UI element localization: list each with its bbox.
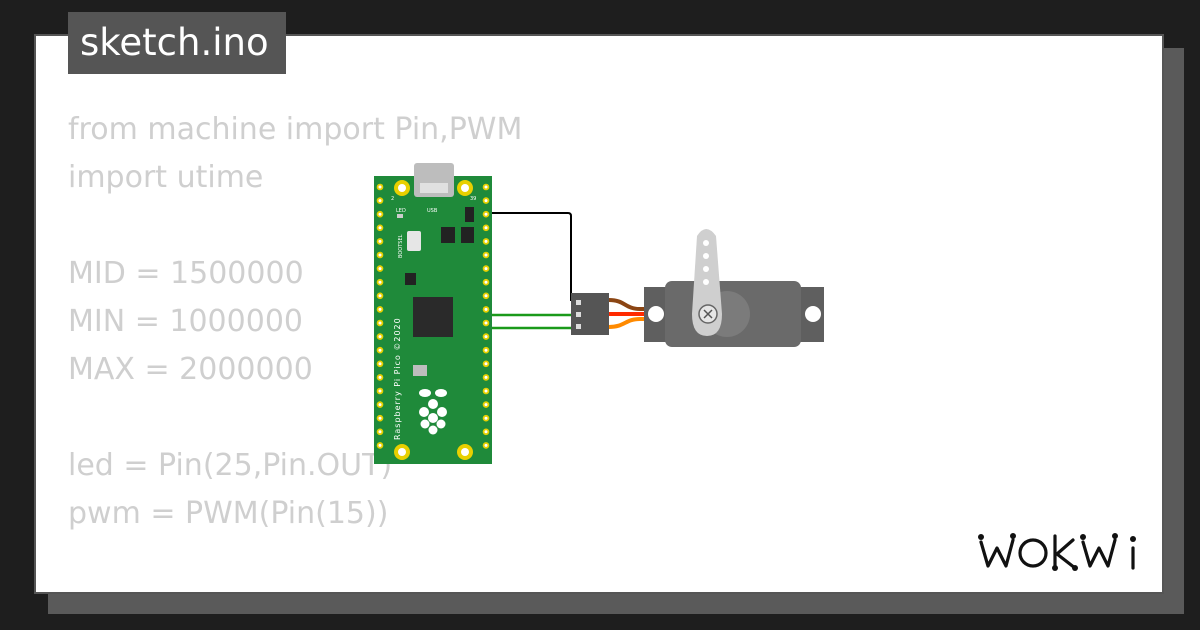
header-pin-hole [378,307,382,311]
bootsel-label: BOOTSEL [398,234,404,258]
code-line: from machine import Pin,PWM [68,112,523,147]
led-label: LED [396,208,406,214]
connector-pin [576,312,581,317]
horn-screw-cross [703,309,713,319]
header-pin-hole [378,389,382,393]
mount-hole-center [461,448,469,456]
horn-hole [703,253,709,259]
code-line: import utime [68,160,264,195]
code-line: MIN = 1000000 [68,304,303,339]
header-pin-hole [378,239,382,243]
header-pin-hole [378,294,382,298]
bootsel-button[interactable] [407,231,421,251]
header-pin-hole [484,335,488,339]
header-pin-hole [378,430,382,434]
raspberry-pi-pico[interactable]: 2 39 LED USB BOOTSEL Raspberry Pi Pico ©… [374,163,492,464]
crystal-chip [461,227,474,243]
header-pin-hole [484,416,488,420]
header-pin-hole [484,267,488,271]
horn-hole [703,266,709,272]
code-line: pwm = PWM(Pin(15)) [68,496,389,531]
header-pin-hole [378,348,382,352]
header-pin-hole [484,348,488,352]
header-pin-hole [484,443,488,447]
code-line: led = Pin(25,Pin.OUT) [68,448,393,483]
mount-hole-center [461,184,469,192]
servo-wire-brown [608,298,665,311]
header-pin-hole [378,403,382,407]
horn-hole [703,240,709,246]
header-pin-hole [484,321,488,325]
file-title-tab[interactable]: sketch.ino [68,12,286,74]
pin-headers [376,183,490,449]
small-chip [405,273,416,285]
header-pin-hole [378,443,382,447]
test-pad [413,365,427,376]
usb-label: USB [427,208,438,214]
header-pin-hole [378,375,382,379]
header-pin-hole [484,294,488,298]
header-pin-hole [484,253,488,257]
pin-2-label: 2 [391,196,394,202]
header-pin-hole [484,389,488,393]
ground-wire[interactable] [482,212,578,301]
servo-motor[interactable] [644,229,824,347]
mount-hole-center [398,184,406,192]
header-pin-hole [378,199,382,203]
header-pin-hole [484,403,488,407]
flash-chip [441,227,455,243]
led-icon [397,214,403,218]
usb-port [420,183,448,193]
connector-pin [576,324,581,329]
header-pin-hole [484,212,488,216]
header-pin-hole [378,321,382,325]
code-line: MID = 1500000 [68,256,304,291]
header-pin-hole [484,362,488,366]
header-pin-hole [378,362,382,366]
header-pin-hole [378,267,382,271]
rp2040-chip [413,297,453,337]
header-pin-hole [378,253,382,257]
header-pin-hole [484,185,488,189]
raspberry-pi-icon [419,389,447,435]
header-pin-hole [378,212,382,216]
mount-hole [648,306,664,322]
header-pin-hole [484,430,488,434]
header-pin-hole [484,239,488,243]
mount-hole-center [398,448,406,456]
horn-hole [703,279,709,285]
code-editor: from machine import Pin,PWM import utime… [68,106,668,592]
header-pin-hole [484,199,488,203]
header-pin-hole [484,226,488,230]
servo-connector[interactable] [571,293,609,335]
header-pin-hole [378,335,382,339]
header-pin-hole [378,185,382,189]
regulator-chip [465,207,474,222]
servo-wire-orange [608,317,665,329]
wokwi-logo[interactable] [975,528,1150,576]
code-line: MAX = 2000000 [68,352,313,387]
pin-39-label: 39 [470,196,476,202]
header-pin-hole [484,280,488,284]
board-silkscreen: Raspberry Pi Pico ©2020 [393,317,402,440]
header-pin-hole [378,226,382,230]
header-pin-hole [484,375,488,379]
header-pin-hole [378,416,382,420]
connector-pin [576,300,581,305]
mount-hole [805,306,821,322]
header-pin-hole [484,307,488,311]
header-pin-hole [378,280,382,284]
